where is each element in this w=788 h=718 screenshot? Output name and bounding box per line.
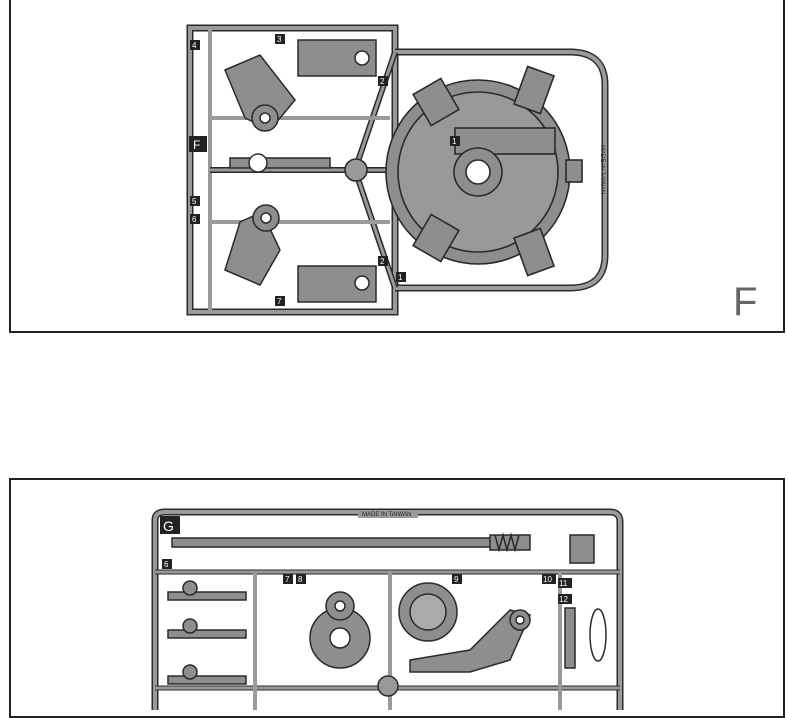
part-number-f: 5 [192,197,197,206]
stamp-made-in-taiwan-f: MADE IN TAIWAN [599,145,605,194]
part-long-shaft [171,532,531,553]
part-number-g: 11 [559,579,568,588]
part-number-g: 8 [298,575,303,584]
part-crank-arm [409,609,532,673]
sprue-gate-hub-g [377,675,399,697]
part-small-links [167,580,247,685]
sprue-tag-f [189,136,207,152]
part-number-g: 10 [543,575,552,584]
sprue-tag-g [160,516,180,534]
stamp-made-in-taiwan-g: MADE IN TAIWAN [362,512,411,518]
part-bracket-top [297,39,377,77]
part-number-g: 9 [454,575,459,584]
part-round-base [385,65,583,277]
sprue-diagram-g: G MADE IN TAIWAN 6 7 8 9 10 11 12 [151,508,624,710]
sprue-gate-hub [344,158,368,182]
part-number-f: 7 [277,297,282,306]
part-bracket-bottom [297,265,377,303]
part-number-f: 1 [452,137,457,146]
panel-label-f: F [733,280,758,324]
part-number-g: 7 [285,575,290,584]
sprue-letter-f: F [193,138,200,152]
part-number-f: 1 [398,273,403,282]
part-arm-upper [224,54,296,132]
part-shaft-center [229,153,331,173]
part-number-f: 3 [277,35,282,44]
part-number-f: 6 [192,215,197,224]
part-gear-middle [398,582,458,642]
sprue-diagram-f: F MADE IN TAIWAN 4 3 2 2 5 6 7 1 1 [186,24,609,316]
part-number-g: 6 [164,560,169,569]
part-fittings-right [564,534,607,669]
part-arm-lower [224,204,281,286]
part-number-f: 4 [192,41,197,50]
part-number-f: 2 [380,257,385,266]
part-gear-left [309,591,371,669]
part-number-g: 12 [559,595,568,604]
part-number-f: 2 [380,77,385,86]
sprue-letter-g: G [163,518,174,534]
